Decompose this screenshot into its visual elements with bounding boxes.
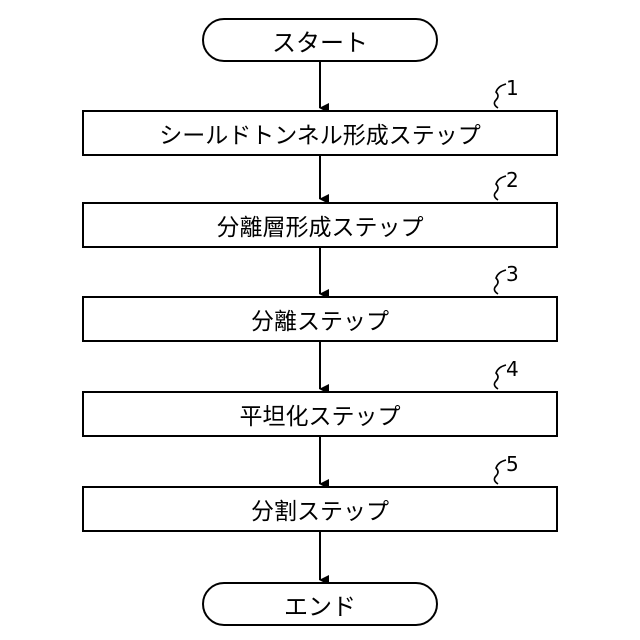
end-terminal: エンド <box>202 582 438 626</box>
step-5-label: 分割ステップ <box>251 492 389 526</box>
ref-leader-4 <box>494 365 506 389</box>
step-1-label: シールドトンネル形成ステップ <box>159 116 481 150</box>
step-3-ref-number: 3 <box>506 264 519 284</box>
step-4-ref-number: 4 <box>506 359 519 379</box>
ref-leader-3 <box>494 270 506 294</box>
step-5-ref-number: 5 <box>506 454 519 474</box>
step-1-ref-number: 1 <box>506 78 519 98</box>
step-2-box: 分離層形成ステップ <box>82 202 558 248</box>
ref-leader-5 <box>494 460 506 484</box>
start-terminal: スタート <box>202 18 438 62</box>
step-3-label: 分離ステップ <box>251 302 389 336</box>
step-4-box: 平坦化ステップ <box>82 391 558 437</box>
step-3-box: 分離ステップ <box>82 296 558 342</box>
step-1-box: シールドトンネル形成ステップ <box>82 110 558 156</box>
ref-leader-1 <box>494 84 506 108</box>
end-label: エンド <box>284 587 356 622</box>
step-2-label: 分離層形成ステップ <box>217 208 424 242</box>
ref-leader-2 <box>494 176 506 200</box>
step-2-ref-number: 2 <box>506 170 519 190</box>
step-4-label: 平坦化ステップ <box>240 397 401 431</box>
start-label: スタート <box>272 23 368 58</box>
step-5-box: 分割ステップ <box>82 486 558 532</box>
